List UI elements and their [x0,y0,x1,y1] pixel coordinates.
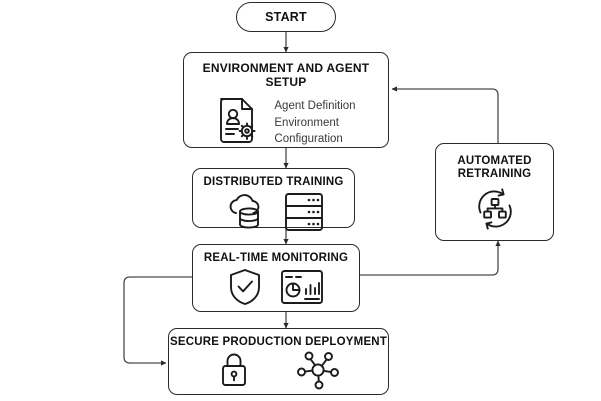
retraining-title: AUTOMATED RETRAINING [436,155,553,181]
shield-check-icon [228,267,262,312]
network-nodes-icon [296,350,340,395]
training-title: DISTRIBUTED TRAINING [203,176,344,188]
node-environment-and-agent-setup[interactable]: ENVIRONMENT AND AGENT SETUP Agent Defini… [183,52,389,148]
document-user-gear-icon [216,96,262,151]
setup-title: ENVIRONMENT AND AGENT SETUP [202,61,370,89]
edge-retraining-to-setup [391,86,499,143]
setup-detail-line-1: Agent Definition [274,100,356,113]
node-distributed-training[interactable]: DISTRIBUTED TRAINING [192,168,355,232]
server-rack-icon [283,192,325,237]
node-start[interactable]: START [236,2,336,32]
node-real-time-monitoring[interactable]: REAL-TIME MONITORING [192,244,360,312]
retraining-title-line-2: RETRAINING [457,168,532,181]
deployment-title: SECURE PRODUCTION DEPLOYMENT [169,336,388,348]
cloud-database-icon [223,194,267,235]
padlock-icon [218,351,250,394]
node-automated-retraining[interactable]: AUTOMATED RETRAINING [435,143,554,241]
refresh-hierarchy-icon [472,186,518,237]
edge-monitoring-feedback-to-deployment [123,276,192,366]
setup-detail-line-3: Configuration [274,133,343,146]
setup-detail-line-2: Environment [274,116,339,129]
node-secure-production-deployment[interactable]: SECURE PRODUCTION DEPLOYMENT [168,328,389,395]
retraining-title-line-1: AUTOMATED [457,155,532,167]
analytics-dashboard-icon [280,269,324,310]
edge-monitoring-to-retraining [360,240,501,276]
monitoring-title: REAL-TIME MONITORING [203,252,349,264]
start-label: START [265,9,307,24]
